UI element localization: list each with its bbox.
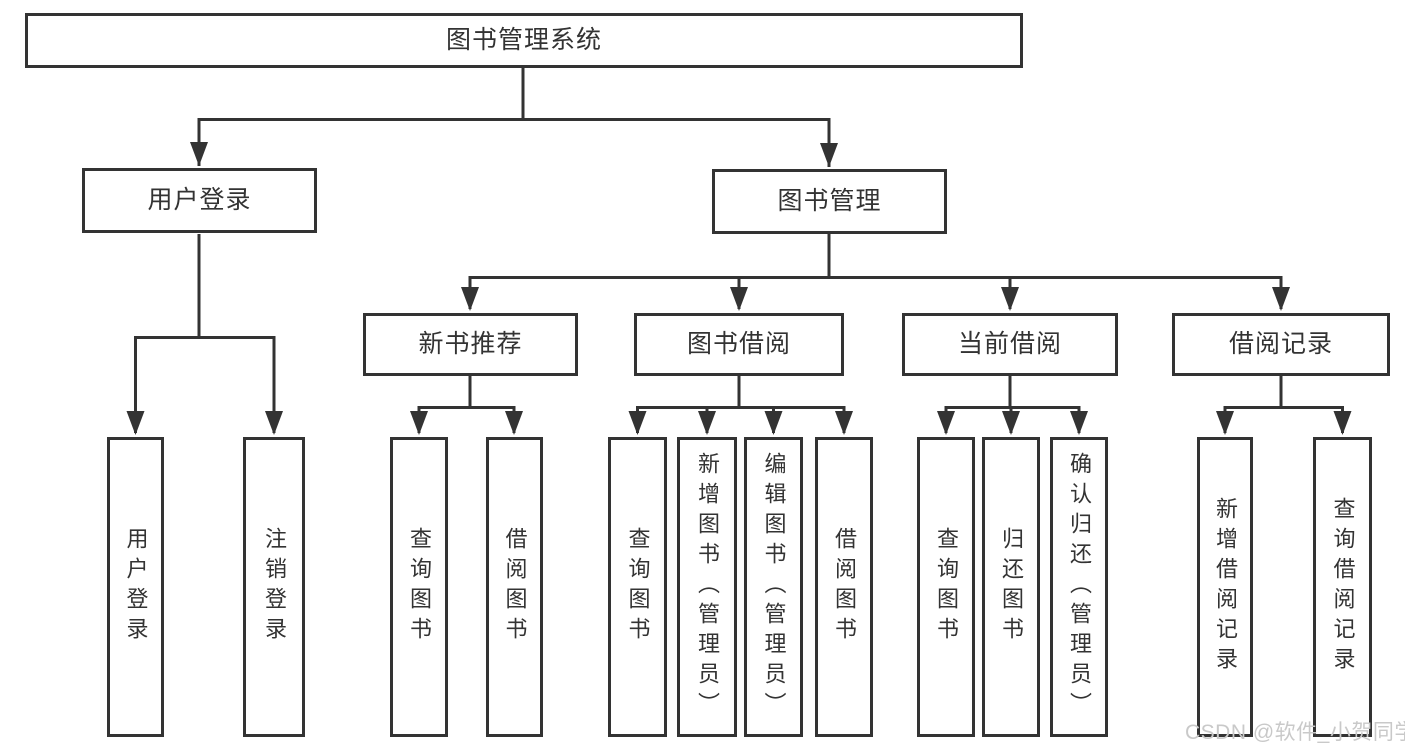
- leaf-borrow-books-recommend: 借阅图书: [486, 437, 543, 737]
- arrowhead: [1333, 411, 1352, 435]
- leaf-query-borrow-record-label: 查询借阅记录: [1330, 497, 1356, 677]
- arrowhead: [1001, 287, 1019, 311]
- leaf-logout: 注销登录: [243, 437, 305, 737]
- arrowhead: [1216, 411, 1234, 435]
- leaf-edit-books-admin: 编辑图书（管理员）: [744, 437, 803, 737]
- leaf-borrow-books-label: 借阅图书: [832, 527, 857, 647]
- arrowhead: [505, 411, 523, 435]
- node-new-book-recommend: 新书推荐: [363, 313, 578, 376]
- leaf-add-books-admin-label: 新增图书（管理员）: [695, 452, 720, 722]
- leaf-edit-books-admin-label: 编辑图书（管理员）: [761, 452, 787, 722]
- leaf-query-books-current: 查询图书: [917, 437, 975, 737]
- arrowhead: [764, 411, 783, 435]
- node-user-login-label: 用户登录: [147, 186, 252, 214]
- arrowhead: [265, 411, 283, 435]
- node-root-label: 图书管理系统: [445, 26, 602, 54]
- leaf-query-books-recommend-label: 查询图书: [407, 527, 432, 647]
- leaf-user-login: 用户登录: [107, 437, 164, 737]
- node-book-management-label: 图书管理: [777, 187, 882, 215]
- node-root: 图书管理系统: [25, 13, 1023, 68]
- node-book-borrowing-label: 图书借阅: [686, 330, 791, 358]
- node-borrow-records-label: 借阅记录: [1228, 330, 1333, 358]
- arrowhead: [698, 411, 716, 435]
- leaf-confirm-return-admin: 确认归还（管理员）: [1050, 437, 1108, 737]
- node-current-borrowing: 当前借阅: [902, 313, 1118, 376]
- leaf-return-books: 归还图书: [982, 437, 1040, 737]
- node-book-management: 图书管理: [712, 169, 947, 234]
- node-borrow-records: 借阅记录: [1172, 313, 1390, 376]
- leaf-query-books-current-label: 查询图书: [934, 527, 959, 647]
- arrowhead: [1002, 411, 1020, 435]
- leaf-add-borrow-record-label: 新增借阅记录: [1213, 497, 1238, 677]
- leaf-query-borrow-record: 查询借阅记录: [1313, 437, 1372, 737]
- leaf-user-login-label: 用户登录: [123, 527, 149, 647]
- arrowhead: [1070, 411, 1088, 435]
- leaf-return-books-label: 归还图书: [999, 527, 1024, 647]
- arrowhead: [730, 287, 748, 311]
- leaf-query-books-recommend: 查询图书: [390, 437, 448, 737]
- node-user-login: 用户登录: [82, 168, 317, 233]
- arrowhead: [1272, 287, 1290, 311]
- leaf-borrow-books-recommend-label: 借阅图书: [502, 527, 528, 647]
- arrowhead: [190, 142, 208, 166]
- arrowheads: [126, 142, 1352, 435]
- arrowhead: [835, 411, 853, 435]
- leaf-confirm-return-admin-label: 确认归还（管理员）: [1067, 452, 1092, 722]
- arrowhead: [937, 411, 955, 435]
- node-book-borrowing: 图书借阅: [634, 313, 844, 376]
- arrowhead: [461, 287, 479, 311]
- leaf-logout-label: 注销登录: [262, 527, 287, 647]
- leaf-add-borrow-record: 新增借阅记录: [1197, 437, 1253, 737]
- arrowhead: [628, 411, 647, 435]
- connector-lines: [134, 68, 1344, 433]
- leaf-borrow-books: 借阅图书: [815, 437, 873, 737]
- node-current-borrowing-label: 当前借阅: [957, 330, 1062, 358]
- arrowhead: [820, 143, 838, 167]
- arrowhead: [410, 411, 428, 435]
- leaf-add-books-admin: 新增图书（管理员）: [677, 437, 737, 737]
- watermark: CSDN @软件_小贺同学: [1185, 721, 1405, 744]
- arrowhead: [126, 411, 145, 435]
- leaf-query-books-borrowing: 查询图书: [608, 437, 667, 737]
- leaf-query-books-borrowing-label: 查询图书: [625, 527, 651, 647]
- node-new-book-recommend-label: 新书推荐: [418, 330, 523, 358]
